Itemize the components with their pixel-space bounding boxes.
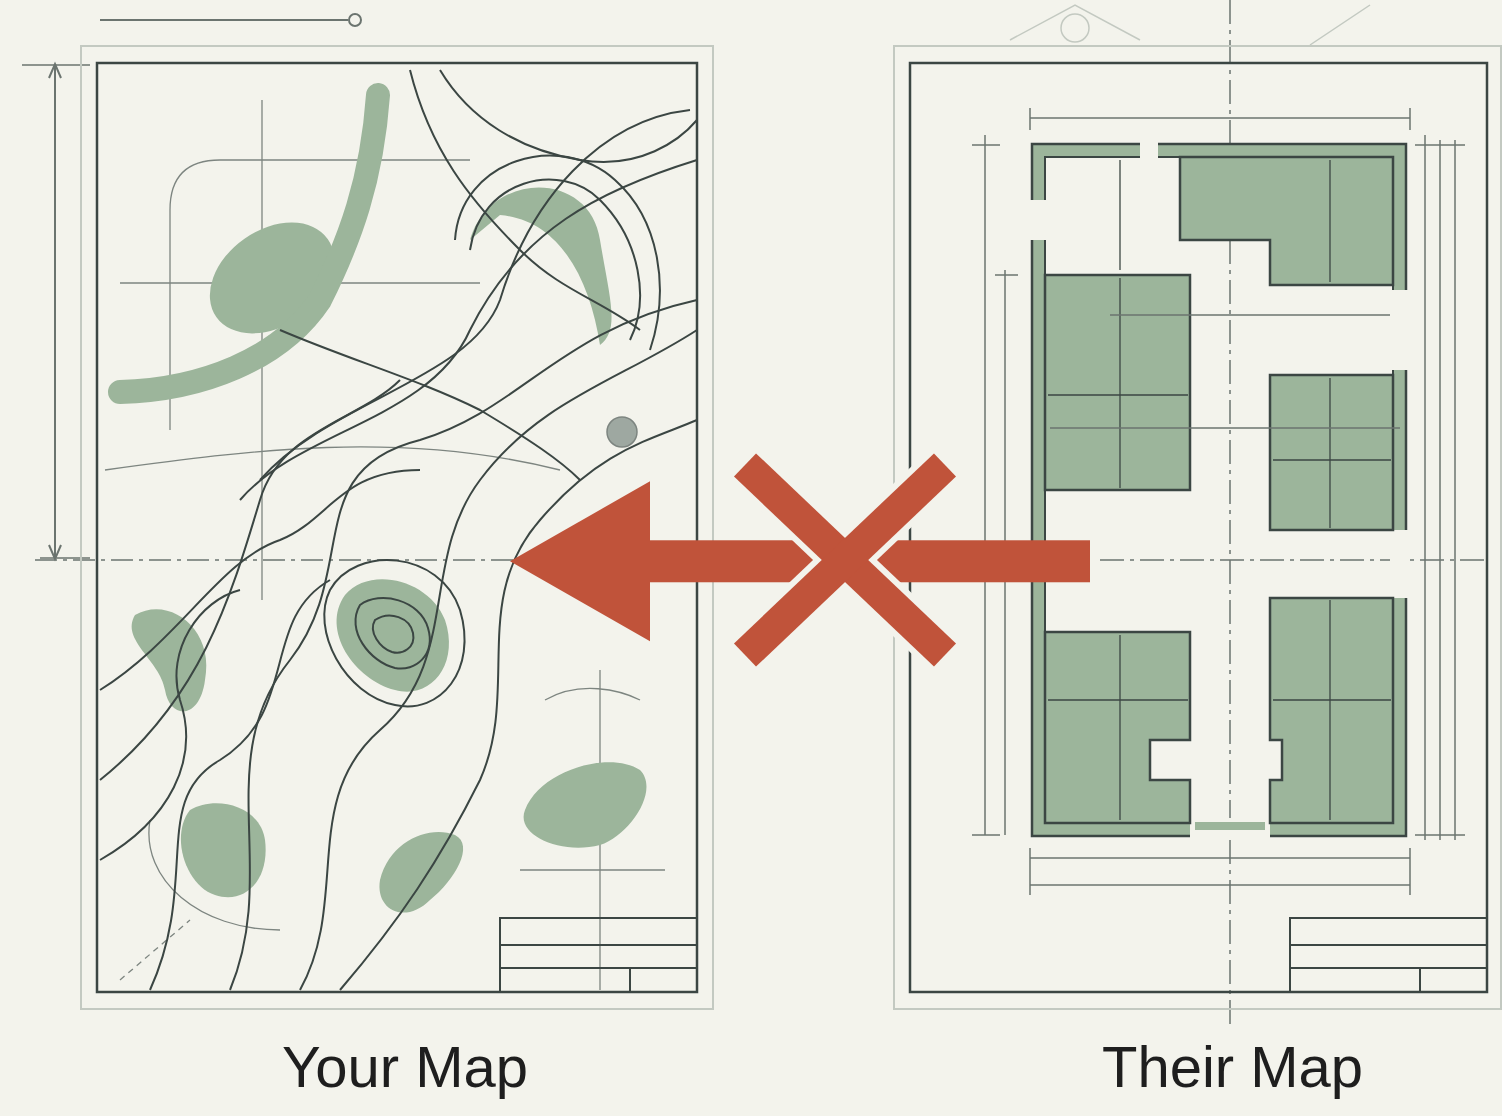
arrow-shaft xyxy=(648,540,1090,582)
arrow-head xyxy=(510,481,650,641)
crossed-arrow xyxy=(510,481,1090,641)
map-panel: Their Map xyxy=(893,45,1502,1010)
map-panel: Your Map xyxy=(80,45,714,1010)
panel-caption: Their Map xyxy=(930,1038,1502,1096)
panel-caption: Your Map xyxy=(90,1038,720,1096)
